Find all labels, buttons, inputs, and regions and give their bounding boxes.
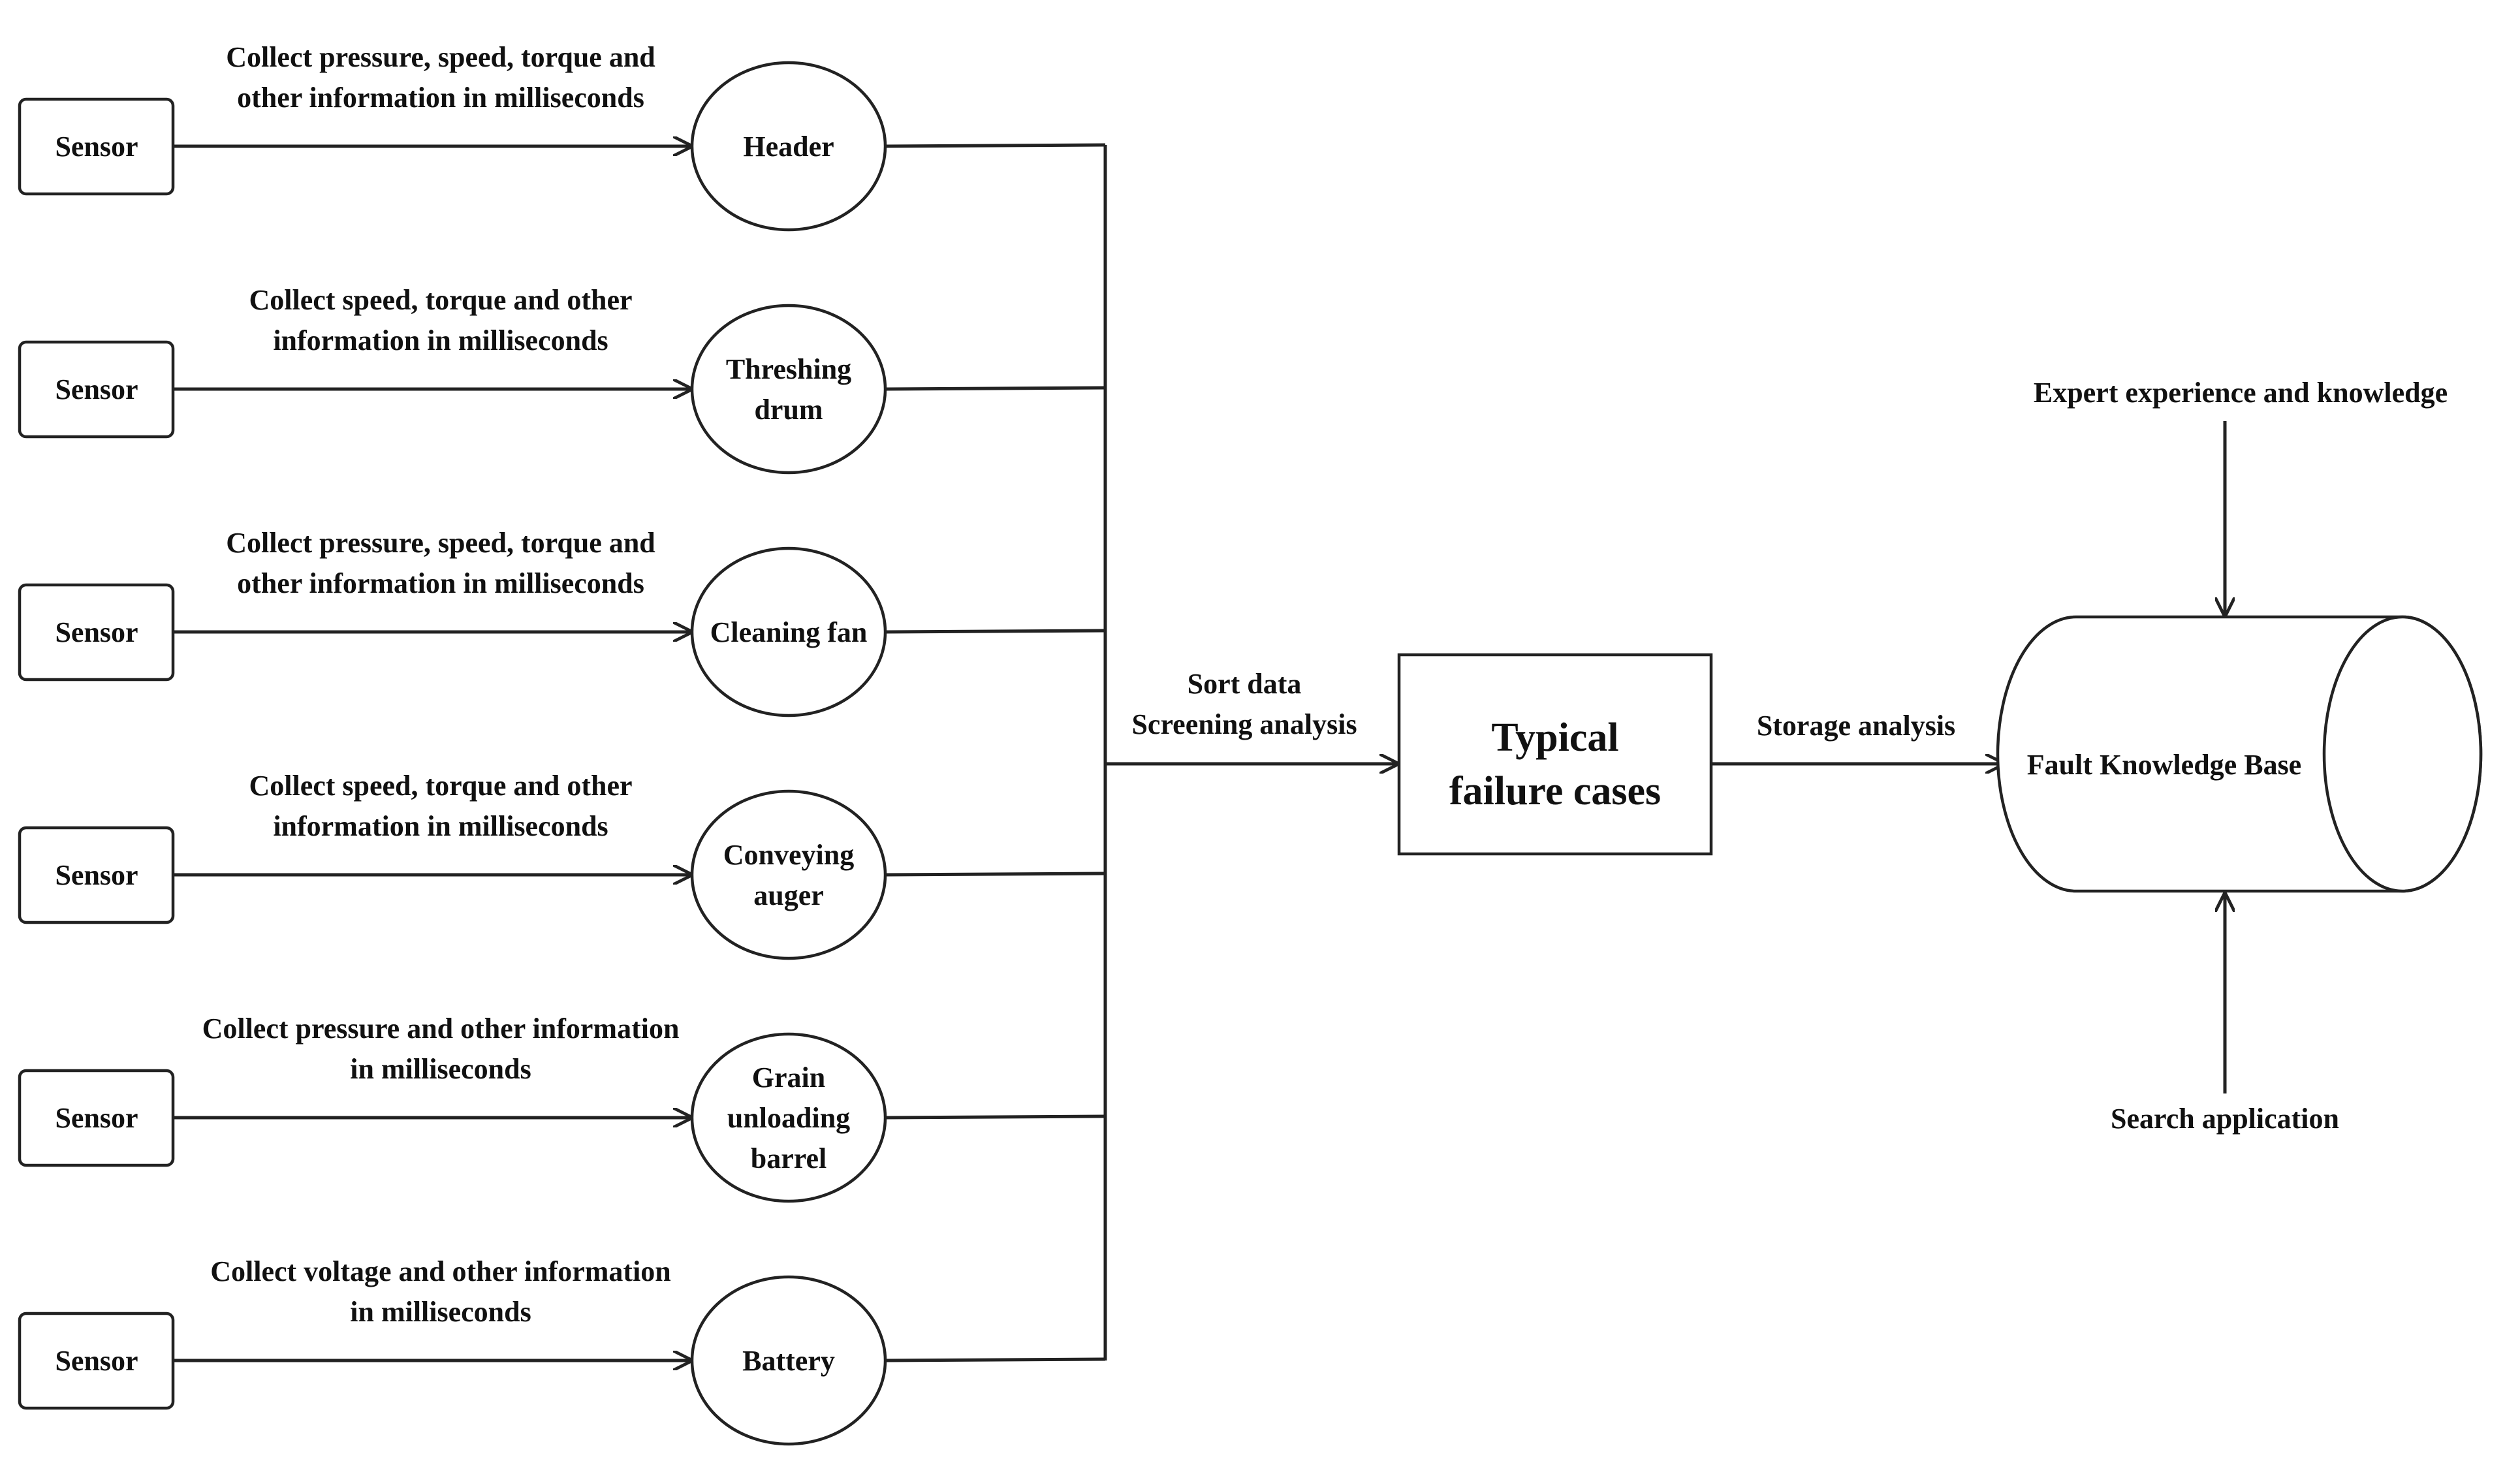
sensor-label: Sensor [55,131,138,163]
collection-description-line: other information in milliseconds [237,82,644,114]
storage-analysis-label: Storage analysis [1757,710,1955,742]
screening-analysis-label: Screening analysis [1131,708,1357,740]
component-label-line: Grain [752,1061,825,1093]
component-to-bus-line [885,1114,1106,1120]
failure-cases-title-line2: failure cases [1449,769,1661,813]
database-label: Fault Knowledge Base [2027,749,2301,781]
failure-cases-title-line1: Typical [1491,715,1618,760]
sensor-row: Sensor Collect pressure, speed, torque an… [18,527,1106,717]
collection-description-line: in milliseconds [350,1053,531,1085]
component-to-bus-line [885,386,1106,391]
component-node [690,304,887,475]
collection-description-line: in milliseconds [350,1296,531,1328]
component-to-bus-line [885,1357,1106,1362]
component-label-line: Cleaning fan [710,616,868,648]
search-application-label: Search application [2111,1103,2339,1135]
component-label-line: drum [754,394,823,426]
sort-data-label: Sort data [1188,668,1302,700]
collection-description-line: Collect speed, torque and other [249,284,632,316]
failure-cases-box [1397,653,1713,856]
sensor-row: Sensor Collect pressure and other informa… [18,1013,1106,1203]
collection-description-line: Collect pressure, speed, torque and [226,527,655,559]
expert-experience-label: Expert experience and knowledge [2034,377,2448,409]
collection-description-line: Collect pressure, speed, torque and [226,41,655,73]
component-label-line: auger [753,879,824,911]
collection-description-line: Collect pressure and other information [202,1013,680,1045]
component-label-line: Threshing [726,353,851,385]
component-to-bus-line [885,629,1106,634]
sensor-row: Sensor Collect speed, torque and other inf… [18,770,1106,960]
collection-description-line: information in milliseconds [273,810,608,842]
component-label-line: barrel [751,1142,827,1174]
component-to-bus-line [885,872,1106,877]
sensor-row: Sensor Collect speed, torque and other inf… [18,284,1106,475]
sensor-label: Sensor [55,1102,138,1134]
component-node [690,789,887,960]
database-end-cap [2322,615,2483,893]
component-label-line: Header [743,131,834,163]
collection-description-line: other information in milliseconds [237,567,644,599]
component-to-bus-line [885,143,1106,148]
component-label-line: Conveying [723,839,854,871]
sensor-row: Sensor Collect pressure, speed, torque an… [18,41,1106,232]
sensor-label: Sensor [55,616,138,648]
fault-knowledge-base: Fault Knowledge Base [1996,615,2483,893]
sensor-label: Sensor [55,373,138,405]
sensor-row: Sensor Collect voltage and other informat… [18,1255,1106,1446]
sensor-label: Sensor [55,859,138,891]
collection-description-line: Collect voltage and other information [210,1255,671,1287]
sensor-label: Sensor [55,1345,138,1377]
collection-description-line: Collect speed, torque and other [249,770,632,802]
component-label-line: Battery [742,1345,835,1377]
collection-description-line: information in milliseconds [273,324,608,356]
component-label-line: unloading [727,1102,850,1134]
